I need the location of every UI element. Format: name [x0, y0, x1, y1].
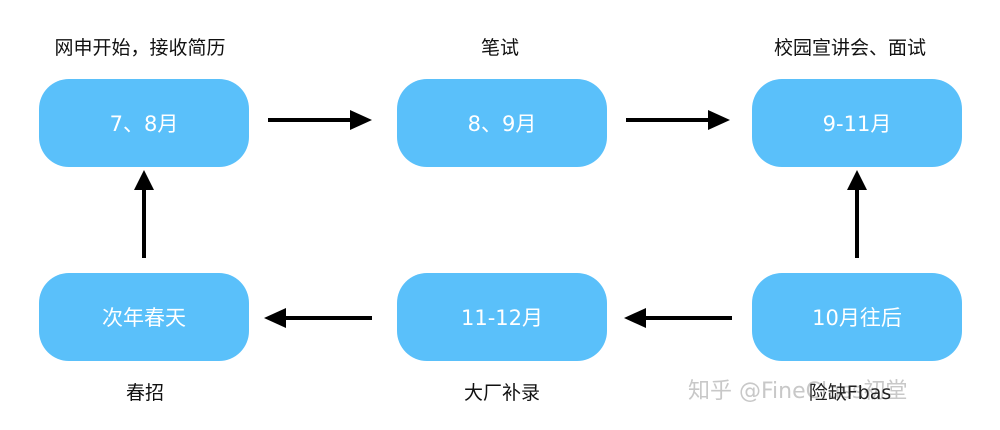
stage3-label: 校园宣讲会、面试 — [773, 37, 926, 59]
arrow-stage5-to-stage6 — [264, 308, 372, 328]
stage5-label: 大厂补录 — [463, 382, 540, 404]
arrow-stage4-to-stage5 — [624, 308, 732, 328]
stage1-node: 7、8月 — [39, 79, 249, 167]
arrow-stage2-to-stage3 — [626, 110, 730, 130]
watermark: 知乎 @FineClass初堂 — [688, 369, 988, 409]
stage3-node: 9-11月 — [752, 79, 962, 167]
arrow-stage1-to-stage2 — [268, 110, 372, 130]
watermark-overlay-text: 险缺Fbas — [808, 382, 892, 404]
stage4-node: 10月往后 — [752, 273, 962, 361]
stage6-label: 春招 — [125, 382, 164, 404]
stage2-label: 笔试 — [480, 37, 519, 59]
arrow-stage6-to-stage1 — [134, 170, 154, 258]
stage2-node: 8、9月 — [397, 79, 607, 167]
stage1-label: 网申开始，接收简历 — [54, 37, 226, 59]
stage6-node: 次年春天 — [39, 273, 249, 361]
stage5-node: 11-12月 — [397, 273, 607, 361]
watermark-text: 知乎 @FineClass初堂 — [688, 379, 908, 404]
arrow-stage4-to-stage3 — [847, 170, 867, 258]
